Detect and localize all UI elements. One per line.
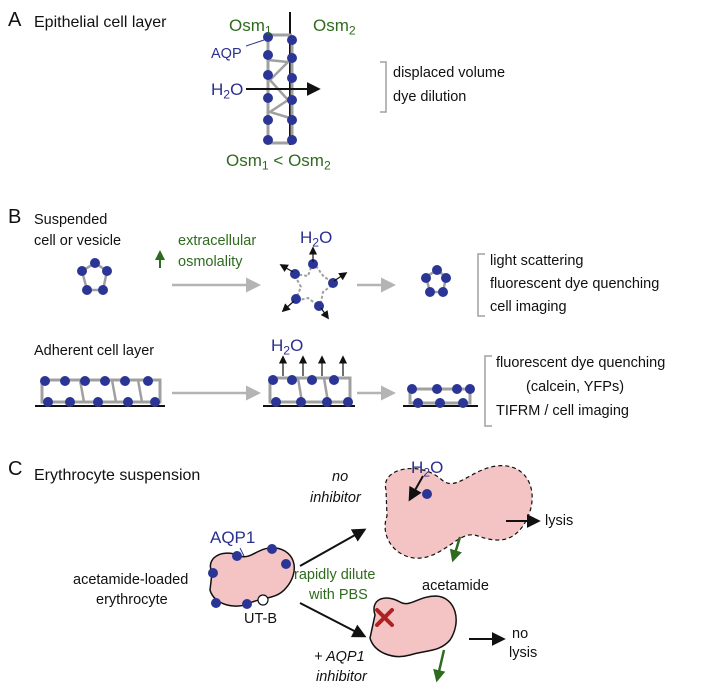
inhibitor-line1: + AQP1 xyxy=(314,649,365,665)
readout-bracket-a xyxy=(380,61,387,113)
panel-c-title: Erythrocyte suspension xyxy=(34,467,201,484)
adherent-layer-diagram xyxy=(35,355,492,427)
aqp-channels xyxy=(263,32,297,145)
ut-b-label: UT-B xyxy=(244,611,278,627)
readout-dye-dilution: dye dilution xyxy=(393,89,467,105)
water-label-b: H2O xyxy=(300,228,333,250)
suspended-title-line2: cell or vesicle xyxy=(34,233,122,249)
swollen-cell xyxy=(384,465,533,559)
erythrocyte-diagram xyxy=(208,465,541,683)
aqp-dot xyxy=(263,32,273,42)
epithelium-diagram xyxy=(245,12,387,145)
osm1-label: Osm1 xyxy=(229,16,272,38)
aqp-dot xyxy=(287,95,297,105)
aqp-dot xyxy=(263,115,273,125)
water-label-a: H2O xyxy=(211,80,244,102)
blocked-x-icon xyxy=(375,608,394,627)
aqp-dot xyxy=(287,115,297,125)
suspended-title-line1: Suspended xyxy=(34,212,108,228)
readout-adherent-quenching: fluorescent dye quenching xyxy=(496,355,666,371)
adherent-title: Adherent cell layer xyxy=(34,343,155,359)
readout-adherent-tifrm: TIFRM / cell imaging xyxy=(496,403,629,419)
dilute-line1: rapidly dilute xyxy=(294,567,376,583)
panel-a-title: Epithelial cell layer xyxy=(34,14,167,31)
aqp-dot xyxy=(287,53,297,63)
osmolality-comparison: Osm1 < Osm2 xyxy=(226,151,331,173)
aqp-dot xyxy=(263,135,273,145)
aqp-dot xyxy=(263,93,273,103)
aqp1-label: AQP1 xyxy=(210,528,256,547)
readout-adherent-probes: (calcein, YFPs) xyxy=(526,379,625,395)
no-inhibitor-line1: no xyxy=(332,469,349,485)
aqp-dot xyxy=(287,35,297,45)
cell-label-line1: acetamide-loaded xyxy=(73,572,189,588)
panel-c-letter: C xyxy=(8,458,23,480)
readout-light-scattering: light scattering xyxy=(490,253,584,269)
inhibited-cell xyxy=(369,595,457,658)
water-influx-arrow xyxy=(408,475,424,502)
ut-b-channel xyxy=(257,594,269,606)
lysis-label: lysis xyxy=(545,513,574,529)
dilute-line2: with PBS xyxy=(309,587,368,603)
stimulus-line2: osmolality xyxy=(178,254,243,270)
readout-displaced-volume: displaced volume xyxy=(393,65,506,81)
inhibitor-arrow xyxy=(299,602,367,638)
cell-label-line2: erythrocyte xyxy=(96,592,168,608)
aqp-label: AQP xyxy=(211,46,242,62)
no-lysis-line2: lysis xyxy=(509,645,538,661)
readout-bracket-b2 xyxy=(484,355,492,427)
acetamide-label: acetamide xyxy=(422,578,489,594)
osm2-label: Osm2 xyxy=(313,16,356,38)
readout-dye-quenching: fluorescent dye quenching xyxy=(490,276,660,292)
no-inhibitor-line2: inhibitor xyxy=(310,490,361,506)
inhibitor-line2: inhibitor xyxy=(316,669,367,685)
panel-b-letter: B xyxy=(8,206,22,228)
aqp-dot xyxy=(287,73,297,83)
panel-a-letter: A xyxy=(8,9,22,31)
no-inhibitor-arrow xyxy=(299,528,367,567)
aqp-dot xyxy=(263,50,273,60)
suspended-cell-diagram xyxy=(77,246,485,320)
water-label-c: H2O xyxy=(411,458,444,480)
aqp-dot xyxy=(287,135,297,145)
water-label-b2: H2O xyxy=(271,336,304,358)
readout-bracket-b1 xyxy=(477,253,485,317)
readout-cell-imaging: cell imaging xyxy=(490,299,567,315)
erythrocyte-cell xyxy=(209,547,296,607)
aqp-dot xyxy=(263,70,273,80)
stimulus-line1: extracellular xyxy=(178,233,257,249)
acetamide-efflux-arrow xyxy=(449,536,462,563)
no-lysis-line1: no xyxy=(512,626,529,642)
